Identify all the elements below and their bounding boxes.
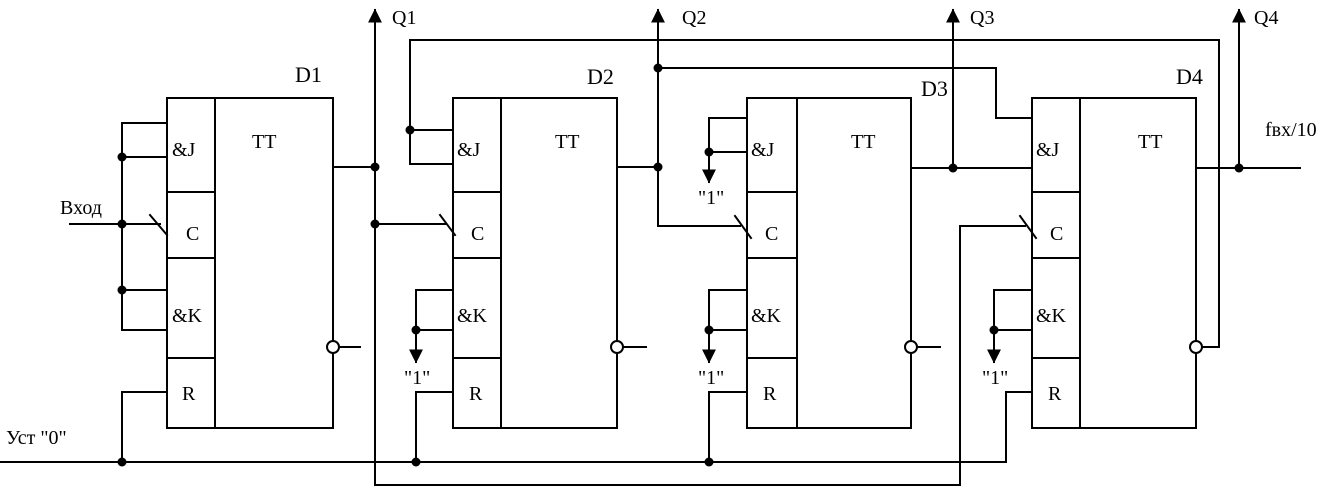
q4-network: Q4 fвх/10 (1195, 7, 1317, 173)
d4-k-one-label: "1" (982, 367, 1008, 389)
d2-j-pin: &J (457, 139, 481, 161)
d3-inverted-output (904, 340, 918, 354)
d2-type-label: TT (555, 131, 579, 153)
d2-c-pin: C (471, 223, 484, 245)
q4-label: Q4 (1254, 7, 1278, 29)
trigger-d4: &J C &K R TT D4 (1031, 64, 1203, 429)
d3-k-one-label: "1" (698, 367, 724, 389)
d4-type-label: TT (1138, 131, 1162, 153)
d3-k-pin: &K (751, 305, 782, 327)
reset-label: Уст "0" (6, 427, 67, 449)
q3-network: Q3 (910, 7, 1033, 173)
d3-j-one-label: "1" (698, 187, 724, 209)
d2-inverted-output (610, 340, 624, 354)
d4-inverted-output (1189, 340, 1203, 354)
d4-name-label: D4 (1176, 64, 1203, 89)
d1-j-pin: &J (172, 139, 196, 161)
q2-label: Q2 (682, 7, 706, 29)
d4-k-pin: &K (1036, 305, 1067, 327)
trigger-d3: &J C &K R TT D3 (746, 76, 948, 429)
d1-inverted-output (326, 340, 340, 354)
input-label: Вход (60, 197, 102, 219)
q1-label: Q1 (392, 7, 416, 29)
d2-r-pin: R (469, 383, 483, 405)
q2-network: Q2 (616, 7, 1033, 240)
d3-c-pin: C (765, 223, 778, 245)
q3-label: Q3 (970, 7, 994, 29)
d1-name-label: D1 (295, 62, 322, 87)
reset-network: Уст "0" (0, 391, 1033, 467)
d3-type-label: TT (851, 131, 875, 153)
d4-c-pin: C (1050, 223, 1063, 245)
d2-k-pin: &K (457, 305, 488, 327)
d4-j-pin: &J (1036, 139, 1060, 161)
d1-c-pin: C (186, 223, 199, 245)
d1-r-pin: R (182, 383, 196, 405)
input-network: Вход (60, 122, 169, 331)
trigger-d2: &J C &K R TT D2 (452, 64, 647, 429)
output-frequency-label: fвх/10 (1265, 119, 1317, 141)
d2-name-label: D2 (587, 64, 614, 89)
d3-r-pin: R (763, 383, 777, 405)
logic-one-ties: "1" "1" "1" "1" (404, 117, 1033, 389)
q4-inverted-feedback (405, 39, 1220, 348)
d4-r-pin: R (1048, 383, 1062, 405)
d3-j-pin: &J (751, 139, 775, 161)
d3-name-label: D3 (921, 76, 948, 101)
d1-k-pin: &K (172, 305, 203, 327)
trigger-d1: &J C &K R TT D1 (166, 62, 361, 429)
d1-type-label: TT (252, 131, 276, 153)
q1-network: Q1 (332, 7, 1038, 486)
d2-k-one-label: "1" (404, 367, 430, 389)
